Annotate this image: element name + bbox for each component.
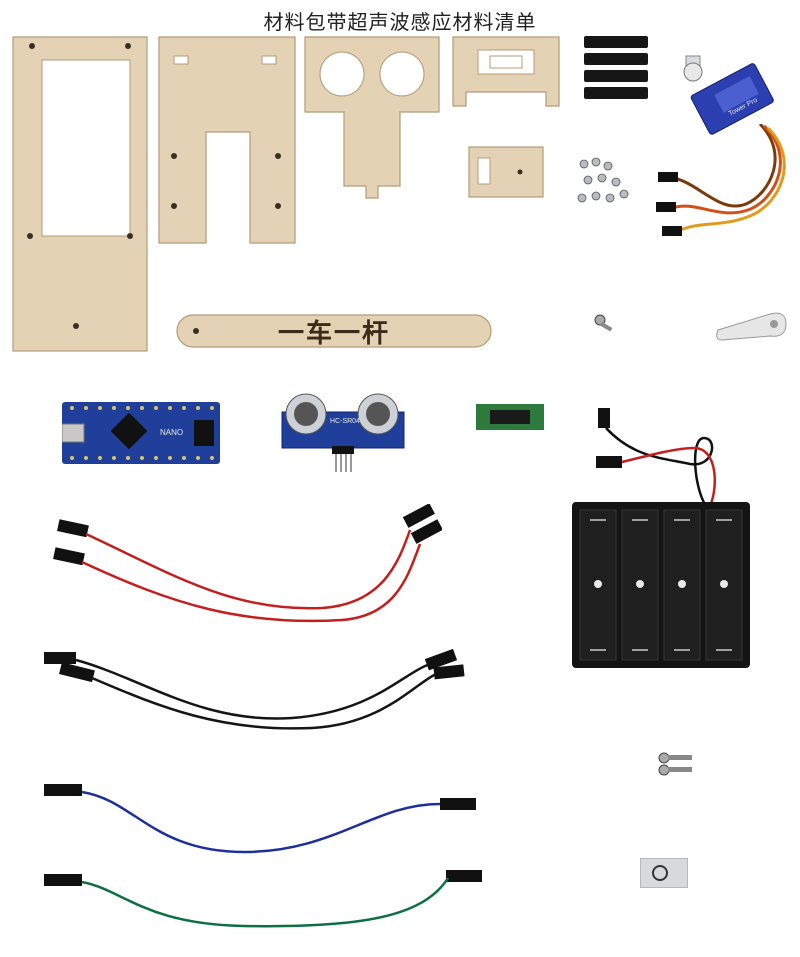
- ultrasonic-sensor: HC-SR04: [278, 390, 408, 474]
- servo-cable: [650, 124, 796, 242]
- jumper-wire-blue: [44, 780, 480, 858]
- wood-panel-icon: [468, 146, 544, 198]
- wood-panel-large: [12, 36, 148, 352]
- nano-board-icon: NANO: [62, 402, 220, 464]
- nano-label: NANO: [160, 428, 183, 437]
- wood-panel-icon: [12, 36, 148, 352]
- connector-board: [476, 404, 544, 430]
- stick-label: 一车一杆: [277, 318, 390, 349]
- screw-icon: [594, 314, 613, 332]
- servo-icon: Tower Pro: [683, 55, 774, 135]
- wood-panel-slot: [158, 36, 296, 244]
- wood-small-plate: [468, 146, 544, 198]
- jumper-wire-red: [52, 504, 442, 632]
- standoff-group: [584, 36, 648, 100]
- battery-holder-icon: [572, 502, 750, 668]
- sensor-label: HC-SR04: [330, 418, 360, 425]
- small-screw: [592, 312, 616, 334]
- adhesive-pad: [640, 858, 688, 888]
- screw-icon: [577, 157, 629, 203]
- servo-horn: [714, 308, 790, 344]
- stick-icon: [176, 314, 492, 348]
- ultrasonic-sensor-icon: HC-SR04: [281, 393, 405, 472]
- wood-panel-icon: [452, 36, 560, 107]
- battery-cable: [594, 408, 726, 508]
- jumper-wire-icon: [53, 504, 442, 623]
- wood-sensor-holder: [304, 36, 440, 200]
- jumper-wire-black: [42, 648, 472, 734]
- battery-holder: [572, 502, 750, 668]
- adhesive-pad-icon: [640, 858, 688, 888]
- screw-pair: [654, 750, 696, 776]
- servo-cable-icon: [656, 124, 786, 236]
- jumper-wire-icon: [44, 784, 476, 854]
- wood-servo-bracket: [452, 36, 560, 108]
- wood-panel-icon: [158, 36, 296, 244]
- jumper-wire-icon: [44, 870, 482, 928]
- servo-horn-icon: [716, 312, 787, 341]
- nano-board: NANO: [62, 402, 220, 464]
- screw-icon: [658, 752, 692, 776]
- servo-motor: Tower Pro: [680, 52, 778, 142]
- screw-group: [574, 154, 638, 210]
- jumper-wire-green: [44, 866, 484, 934]
- wood-panel-icon: [304, 36, 440, 199]
- wood-stick: 一车一杆: [176, 314, 492, 349]
- battery-cable-icon: [596, 408, 716, 507]
- standoff-icon: [584, 36, 648, 99]
- connector-board-icon: [476, 404, 544, 430]
- jumper-wire-icon: [44, 648, 465, 730]
- page-title: 材料包带超声波感应材料清单: [263, 10, 537, 34]
